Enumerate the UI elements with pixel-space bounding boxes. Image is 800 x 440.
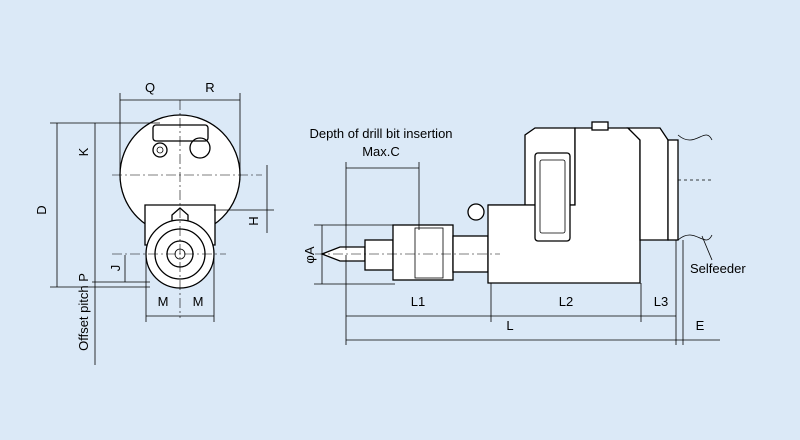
label-m-right: M [193,294,204,309]
dim-max-c: Depth of drill bit insertion Max.C [309,126,453,250]
chuck-cone [364,239,394,271]
label-l2: L2 [559,294,573,309]
dim-q-r: Q R [119,80,241,180]
label-e: E [696,318,705,333]
top-cap [152,124,209,142]
bolt-hole-right [189,137,211,159]
label-q: Q [145,80,155,95]
label-h: H [246,216,261,225]
dim-h: H [214,165,274,233]
selfeeder-callout: Selfeeder [690,235,746,276]
label-l1: L1 [411,294,425,309]
nameplate-inner [539,159,566,234]
dim-m: M M [145,256,215,322]
label-phi-a: φA [302,246,317,263]
nameplate [534,152,571,242]
label-r: R [205,80,214,95]
label-selfeeder: Selfeeder [690,261,746,276]
dim-phi-a: φA [302,224,395,285]
knurl-band [414,227,444,279]
bolt-hole-left-inner [156,146,164,154]
top-bolt [591,121,609,131]
dim-j-p: J Offset pitch P [76,175,150,365]
dim-lengths: L1 L2 L3 L E [345,240,720,345]
label-offset-pitch: Offset pitch P [76,273,91,351]
label-j: J [108,265,123,272]
flange-plate [667,139,679,241]
end-view [112,100,262,318]
bolt-hole-left [152,142,168,158]
label-d: D [34,205,49,214]
label-depth-title: Depth of drill bit insertion [309,126,452,141]
chuck-body [392,224,454,281]
selfeeder-break-top [677,134,713,141]
label-l: L [506,318,513,333]
label-k: K [76,147,91,156]
selfeeder-leader [701,235,713,261]
selfeeder-break-bottom [677,234,713,241]
label-max-c: Max.C [362,144,400,159]
label-m-left: M [158,294,169,309]
label-l3: L3 [654,294,668,309]
adjust-knob [467,203,485,221]
side-view [315,121,713,284]
dim-k-d: D K [34,122,160,288]
